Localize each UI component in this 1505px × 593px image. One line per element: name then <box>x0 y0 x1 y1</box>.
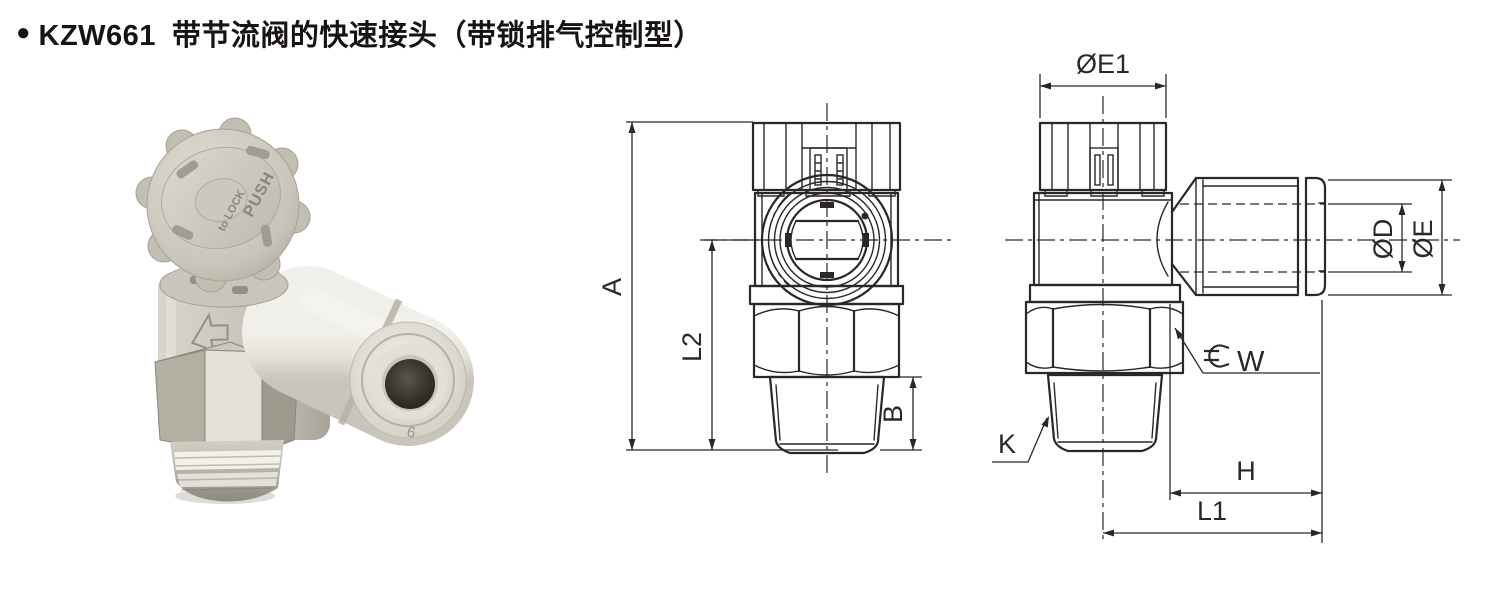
dim-label-K: K <box>998 429 1016 459</box>
wrench-icon <box>1204 344 1230 368</box>
side-barrel <box>1170 176 1327 297</box>
page-title: KZW661 带节流阀的快速接头（带锁排气控制型） <box>39 12 703 54</box>
front-port-circles <box>760 173 894 307</box>
callout-K: K <box>992 416 1049 463</box>
bore-hidden-lines <box>1180 203 1324 273</box>
callout-W: W <box>1174 327 1320 378</box>
dimension-D: ØD <box>1328 203 1412 273</box>
model-code: KZW661 <box>38 20 156 52</box>
dimension-H: H <box>1169 300 1323 543</box>
dimension-E: ØE <box>1328 179 1452 296</box>
dim-label-D: ØD <box>1368 219 1398 260</box>
product-name: 带节流阀的快速接头（带锁排气控制型） <box>171 20 703 52</box>
dim-label-L2: L2 <box>677 332 707 362</box>
knob-slots <box>172 145 273 247</box>
page-header: ● KZW661 带节流阀的快速接头（带锁排气控制型） <box>16 12 703 54</box>
front-view-drawing: A L2 B <box>597 103 952 478</box>
dim-label-A: A <box>597 278 627 296</box>
bullet-icon: ● <box>16 19 31 46</box>
photo-port-face: 6 <box>349 321 467 442</box>
product-photo: 6 PUSH to LOCK <box>135 117 474 504</box>
dimension-L1: L1 <box>1103 496 1322 537</box>
dim-label-E1: ØE1 <box>1076 49 1130 79</box>
dimension-B: B <box>878 376 922 451</box>
dimension-E1: ØE1 <box>1039 49 1167 118</box>
side-view-drawing: ØE1 ØD ØE W <box>992 49 1460 543</box>
dim-label-B: B <box>878 405 908 423</box>
front-knob <box>751 121 902 197</box>
photo-knob: PUSH to LOCK <box>135 117 311 308</box>
release-collar <box>1304 176 1327 297</box>
dim-label-W: W <box>1237 346 1265 378</box>
tube-hole <box>385 359 435 409</box>
side-flange <box>1028 283 1182 304</box>
elbow-arc <box>1156 201 1169 277</box>
dim-label-L1: L1 <box>1197 496 1227 526</box>
dim-label-H: H <box>1236 456 1256 486</box>
front-thread <box>768 375 886 455</box>
dim-label-E: ØE <box>1408 219 1438 258</box>
port-size-marking: 6 <box>405 423 417 442</box>
port-pin-dot <box>861 212 869 220</box>
photo-thread <box>170 440 284 504</box>
dimension-A: A <box>597 121 838 451</box>
side-thread <box>1046 373 1164 453</box>
photo-hex-nut <box>154 341 299 453</box>
side-hex-nut <box>1024 300 1185 375</box>
dimension-L2: L2 <box>677 239 764 450</box>
